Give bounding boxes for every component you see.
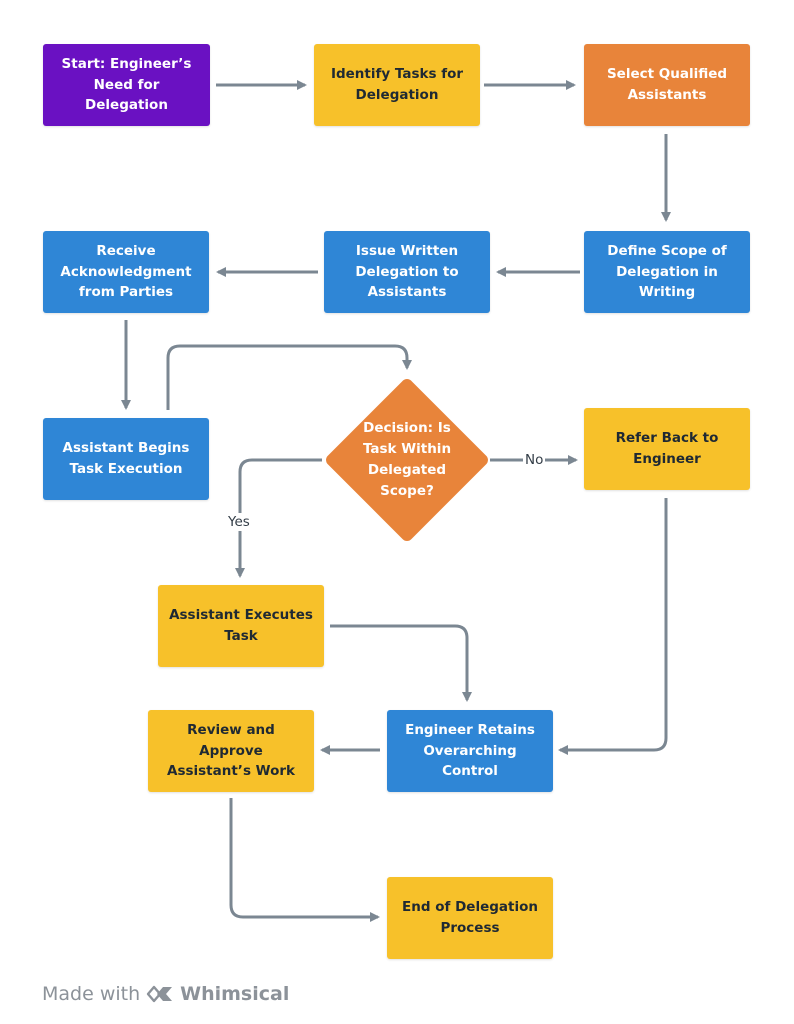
whimsical-logo-icon [146, 984, 174, 1004]
edge-label-yes: Yes [226, 513, 252, 531]
node-decision[interactable]: Decision: Is Task Within Delegated Scope… [323, 376, 491, 544]
node-select-assistants[interactable]: Select Qualified Assistants [584, 44, 750, 126]
node-identify-tasks-label: Identify Tasks for Delegation [330, 66, 464, 103]
node-receive-acknowledgment[interactable]: Receive Acknowledgment from Parties [43, 231, 209, 313]
arrow-decision-to-executes [235, 458, 322, 578]
node-define-scope-label: Define Scope of Delegation in Writing [607, 242, 727, 301]
node-identify-tasks[interactable]: Identify Tasks for Delegation [314, 44, 480, 126]
node-issue-delegation-label: Issue Written Delegation to Assistants [355, 242, 459, 301]
node-start[interactable]: Start: Engineer’s Need for Delegation [43, 44, 210, 126]
node-review-approve-label: Review and Approve Assistant’s Work [167, 721, 295, 780]
node-assistant-executes-label: Assistant Executes Task [169, 607, 313, 644]
node-engineer-retains-label: Engineer Retains Overarching Control [405, 721, 535, 780]
decision-label-wrap: Decision: Is Task Within Delegated Scope… [324, 377, 490, 543]
node-end[interactable]: End of Delegation Process [387, 877, 553, 959]
node-assistant-begins-label: Assistant Begins Task Execution [62, 440, 190, 477]
arrow-review-to-end [229, 798, 380, 922]
node-refer-back-label: Refer Back to Engineer [615, 430, 719, 467]
node-assistant-executes[interactable]: Assistant Executes Task [158, 585, 324, 667]
node-issue-delegation[interactable]: Issue Written Delegation to Assistants [324, 231, 490, 313]
footer-made-with: Made with [42, 983, 141, 1005]
arrow-executes-to-retains [330, 624, 472, 702]
node-select-assistants-label: Select Qualified Assistants [606, 66, 728, 103]
node-assistant-begins[interactable]: Assistant Begins Task Execution [43, 418, 209, 500]
arrow-begins-to-decision [166, 344, 412, 410]
arrow-refer-to-retains [558, 498, 668, 755]
node-end-label: End of Delegation Process [402, 899, 538, 936]
edge-label-no: No [523, 451, 546, 469]
footer: Made with Whimsical [42, 980, 289, 1008]
node-start-label: Start: Engineer’s Need for Delegation [61, 55, 192, 114]
node-define-scope[interactable]: Define Scope of Delegation in Writing [584, 231, 750, 313]
footer-brand: Whimsical [180, 983, 290, 1005]
node-decision-label: Decision: Is Task Within Delegated Scope… [362, 420, 452, 499]
node-receive-acknowledgment-label: Receive Acknowledgment from Parties [60, 242, 192, 301]
node-review-approve[interactable]: Review and Approve Assistant’s Work [148, 710, 314, 792]
node-engineer-retains[interactable]: Engineer Retains Overarching Control [387, 710, 553, 792]
node-refer-back[interactable]: Refer Back to Engineer [584, 408, 750, 490]
